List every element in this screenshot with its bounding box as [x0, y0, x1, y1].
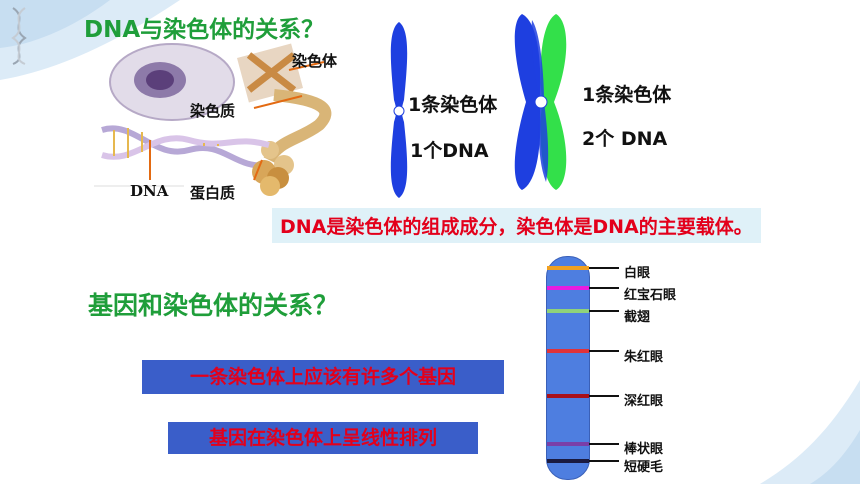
label-protein: 蛋白质	[190, 184, 236, 202]
gene-band	[547, 459, 589, 463]
gene-band	[547, 349, 589, 353]
gene-connector-line	[589, 460, 619, 462]
gene-connector-line	[589, 267, 619, 269]
section2-title: 基因和染色体的关系？	[88, 291, 339, 320]
replicated-chromosome-icon	[514, 14, 567, 190]
dna-logo-icon	[11, 7, 27, 65]
gene-label: 白眼	[624, 266, 651, 281]
gene-band	[547, 442, 589, 446]
label-dna: DNA	[130, 182, 169, 200]
gene-connector-line	[589, 310, 619, 312]
gene-connector-line	[589, 350, 619, 352]
linear-arrangement-statement: 基因在染色体上呈线性排列	[168, 422, 478, 454]
gene-label: 短硬毛	[624, 460, 664, 475]
gene-connector-line	[589, 395, 619, 397]
gene-connector-line	[589, 443, 619, 445]
gene-connector-line	[589, 287, 619, 289]
gene-band	[547, 286, 589, 290]
replicated-dna-count: 2个 DNA	[582, 128, 668, 150]
gene-label: 棒状眼	[624, 442, 664, 457]
dna-chromosome-conclusion: DNA是染色体的组成成分，染色体是DNA的主要载体。	[272, 208, 761, 243]
gene-label: 红宝石眼	[624, 288, 677, 303]
single-chromosome-icon	[390, 22, 408, 198]
replicated-chromosome-count: 1条染色体	[582, 84, 672, 106]
gene-band	[547, 309, 589, 313]
gene-label: 深红眼	[624, 394, 664, 409]
label-chromosome: 染色体	[292, 52, 338, 70]
gene-band	[547, 266, 589, 270]
single-chromosome-count: 1条染色体	[408, 94, 498, 116]
genes-on-chromosome-statement: 一条染色体上应该有许多个基因	[142, 360, 504, 394]
section1-title: DNA与染色体的关系？	[84, 17, 325, 43]
gene-label: 朱红眼	[624, 350, 664, 365]
gene-band	[547, 394, 589, 398]
gene-label: 截翅	[624, 310, 651, 325]
label-chromatin: 染色质	[190, 102, 236, 120]
single-dna-count: 1个DNA	[410, 140, 489, 162]
chromosome-structure-illustration	[94, 43, 332, 196]
